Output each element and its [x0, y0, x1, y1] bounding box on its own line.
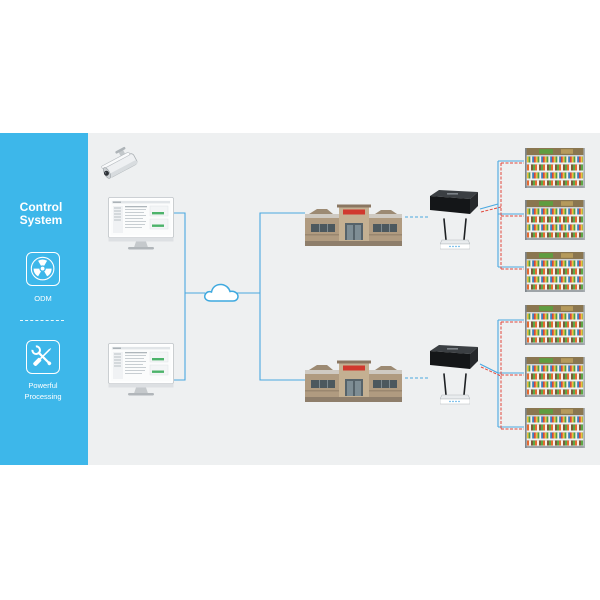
- radiation-icon-glyph: [30, 256, 55, 281]
- shelf-icon: [525, 148, 585, 188]
- feature-processing-label: Powerful Processing: [0, 381, 86, 402]
- panel-title-line-2: System: [19, 212, 63, 227]
- tools-icon: [30, 344, 55, 369]
- site-2: [305, 305, 585, 448]
- network-switch-icon: [430, 190, 478, 214]
- workstation-bus-line: [174, 212, 186, 381]
- feature-odm-box: [26, 252, 60, 286]
- panel-divider: [20, 320, 64, 321]
- shelf-icon: [525, 408, 585, 448]
- network-switch-icon: [430, 345, 478, 369]
- cloud-icon: [204, 283, 239, 302]
- sites-bus-line: [259, 212, 305, 381]
- shelf-link-blue-1: [479, 160, 524, 268]
- supermarket-icon: [305, 204, 402, 246]
- feature-label-line: Powerful: [28, 381, 58, 390]
- workstations: [108, 197, 174, 396]
- site-1: [305, 148, 585, 292]
- shelf-icon: [525, 357, 585, 397]
- monitor-icon: [108, 343, 174, 396]
- shelf-icon: [525, 305, 585, 345]
- control-system-panel: Control System ODM Powerful Processing: [0, 133, 88, 465]
- panel-title: Control System: [0, 201, 82, 226]
- wifi-router-icon: [440, 218, 470, 250]
- monitor-icon: [108, 197, 174, 250]
- radiation-icon: [30, 256, 55, 281]
- supermarket-icon: [305, 360, 402, 402]
- shelf-icon: [525, 200, 585, 240]
- wifi-router-icon: [440, 373, 470, 405]
- links: [174, 160, 524, 430]
- shelf-link-red-1: [480, 162, 524, 270]
- feature-label-line: ODM: [34, 294, 52, 303]
- network-diagram: [100, 145, 585, 448]
- feature-processing-box: [26, 340, 60, 374]
- shelf-link-blue-2: [479, 319, 524, 428]
- shelf-link-red-2: [480, 321, 524, 430]
- feature-label-line: Processing: [24, 391, 62, 401]
- panel-title-line-1: Control: [19, 200, 63, 214]
- feature-odm-label: ODM: [0, 294, 86, 305]
- diagram-band: Control System ODM Powerful Processing: [0, 133, 600, 465]
- tools-icon-glyph: [30, 344, 55, 369]
- shelf-icon: [525, 252, 585, 292]
- network-stage: [88, 133, 600, 465]
- security-camera-icon: [100, 145, 139, 181]
